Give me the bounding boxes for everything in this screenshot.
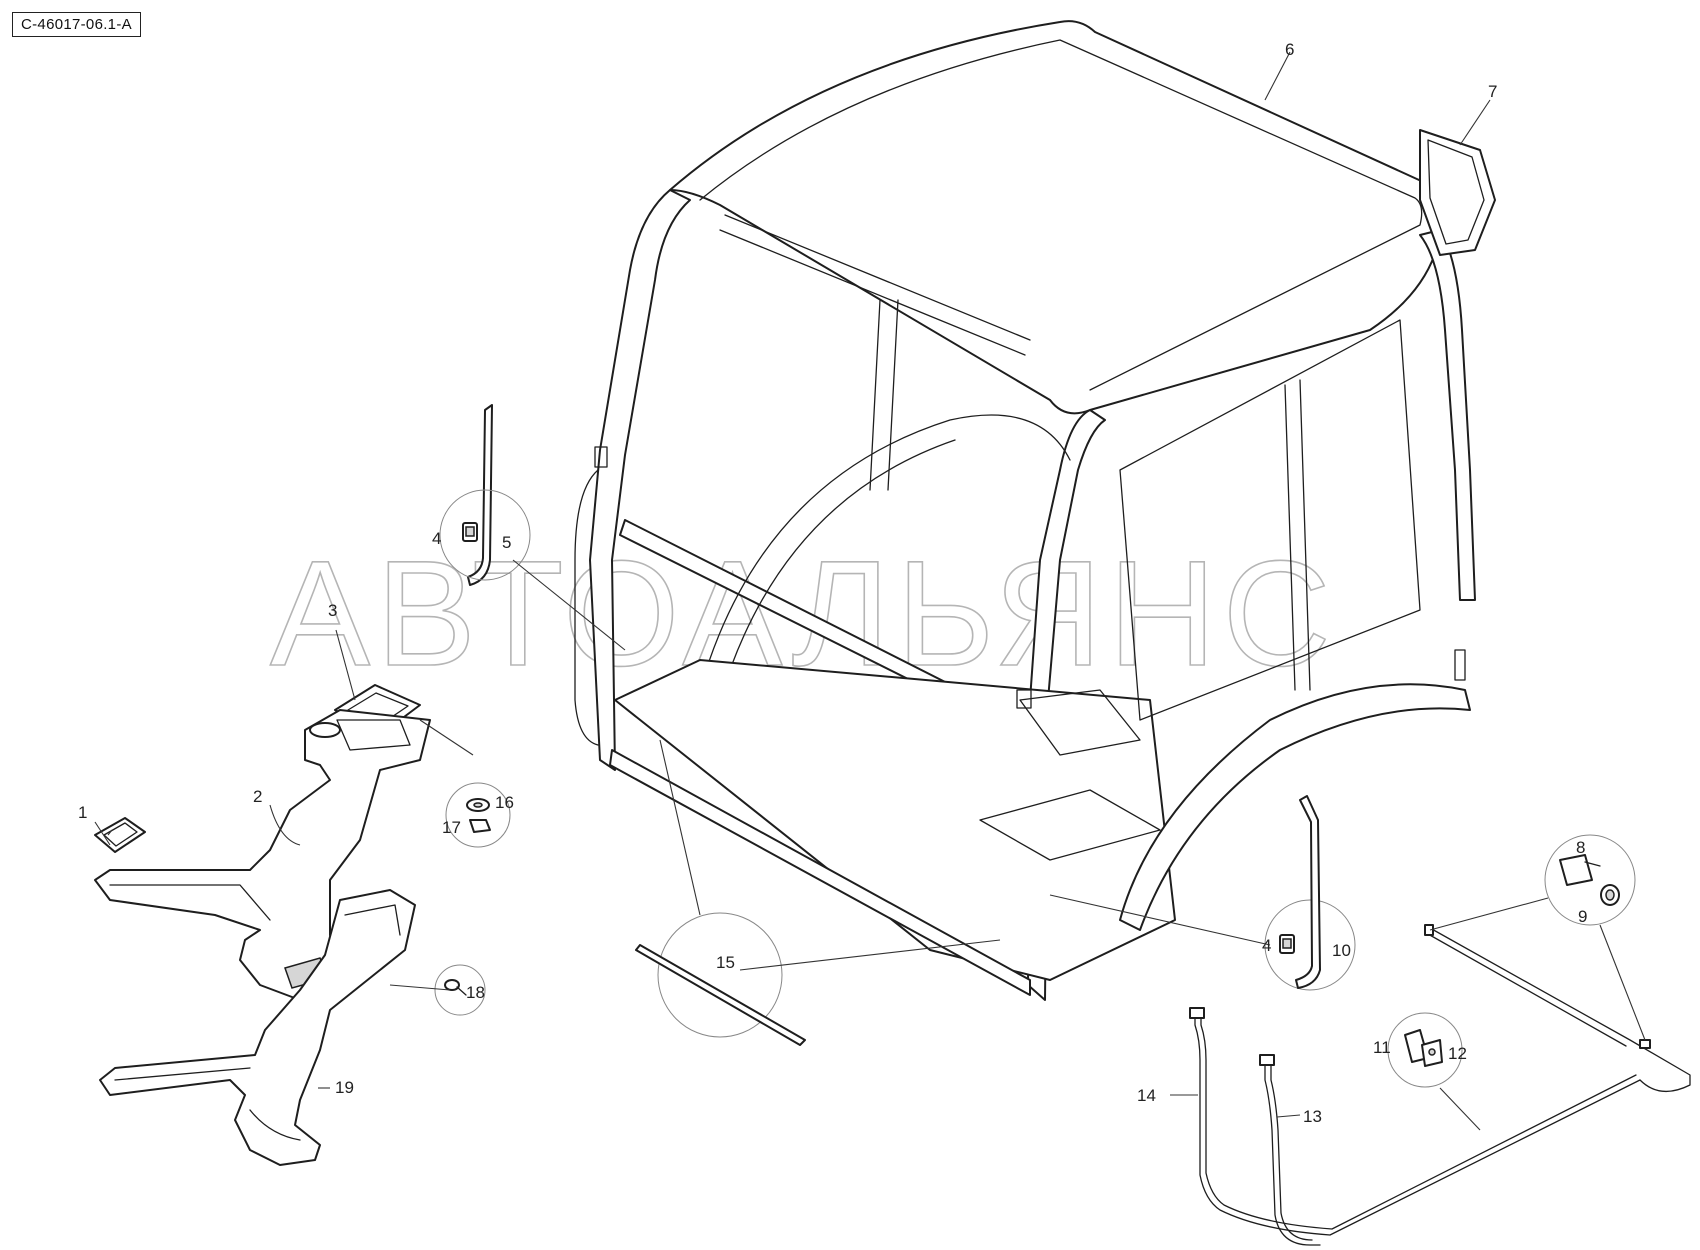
cab-floor-plate [979,789,1161,861]
leader-lines [94,51,1646,1131]
cab-bracket [1016,689,1032,709]
cab-floor-plate-rear [1019,689,1141,756]
callout-18: 18 [466,983,485,1002]
callout-17: 17 [442,818,461,837]
detail-circle-fitting [1544,834,1636,926]
cab-door-arch-inner [719,439,956,701]
pipe-part-10 [1295,795,1321,989]
cab-roof [669,20,1443,415]
detail-circle-screw [434,964,486,1016]
cab-middle-post [1284,379,1311,691]
callout-19: 19 [335,1078,354,1097]
callout-7: 7 [1488,82,1497,101]
hydraulic-pipe-long [1424,924,1691,1092]
callout-15: 15 [716,953,735,972]
callout-2: 2 [253,787,262,806]
cab-assembly [574,20,1476,1001]
detail-circle-clip-lower [1264,899,1356,991]
callout-16: 16 [495,793,514,812]
callout-14: 14 [1137,1086,1156,1105]
cab-rear-window [1119,319,1421,721]
cab-rear-right-post [1419,229,1476,601]
detail-circle-clip-upper [439,489,531,581]
callout-6: 6 [1285,40,1294,59]
detail-circle-nut [445,782,511,848]
fitting-part-8 [1559,854,1601,886]
callout-1: 1 [78,803,87,822]
cab-roof-edge [699,39,1423,391]
cab-rear-left-post [869,299,899,491]
window-seal-part-7 [1419,129,1496,256]
callout-10: 10 [1332,941,1351,960]
hydraulic-pipe-part-14 [1189,1007,1641,1236]
cab-upper-crossbar [719,214,1031,356]
cab-floor-panel [614,659,1176,981]
pipe-part-5 [467,404,493,586]
callout-4-upper: 4 [432,529,441,548]
callout-4-lower: 4 [1262,936,1271,955]
callout-11: 11 [1373,1038,1391,1057]
gasket-part-1 [94,817,146,853]
callout-8: 8 [1576,838,1585,857]
cab-grab-handle [574,469,599,746]
cab-door-arch [699,414,1071,691]
cab-lower-front-frame [609,749,1031,996]
clip-part-12 [1421,1039,1443,1067]
clip-part-4-upper [462,522,478,542]
callout-12: 12 [1448,1044,1467,1063]
screw-part-18 [444,979,467,996]
callout-13: 13 [1303,1107,1322,1126]
washer-part-16 [466,798,490,812]
detail-circle-pipe-clip [1387,1012,1463,1088]
nut-part-17 [469,819,491,833]
callout-5: 5 [502,533,511,552]
cab-front-right-post [1027,409,1106,1001]
callout-3: 3 [328,601,337,620]
detail-circle-rod [657,912,783,1038]
cab-front-left-post [589,189,691,771]
cab-rear-fender [1119,683,1471,931]
rod-part-15 [635,944,806,1046]
air-duct-part-19 [99,889,416,1166]
clip-part-4-lower [1279,934,1295,954]
hydraulic-pipe-part-13 [1259,1054,1321,1246]
cab-bracket [1454,649,1466,681]
diagram-reference-code: C-46017-06.1-A [12,12,141,37]
cab-bracket [594,446,608,468]
nut-part-9 [1600,884,1620,906]
callout-9: 9 [1578,907,1587,926]
